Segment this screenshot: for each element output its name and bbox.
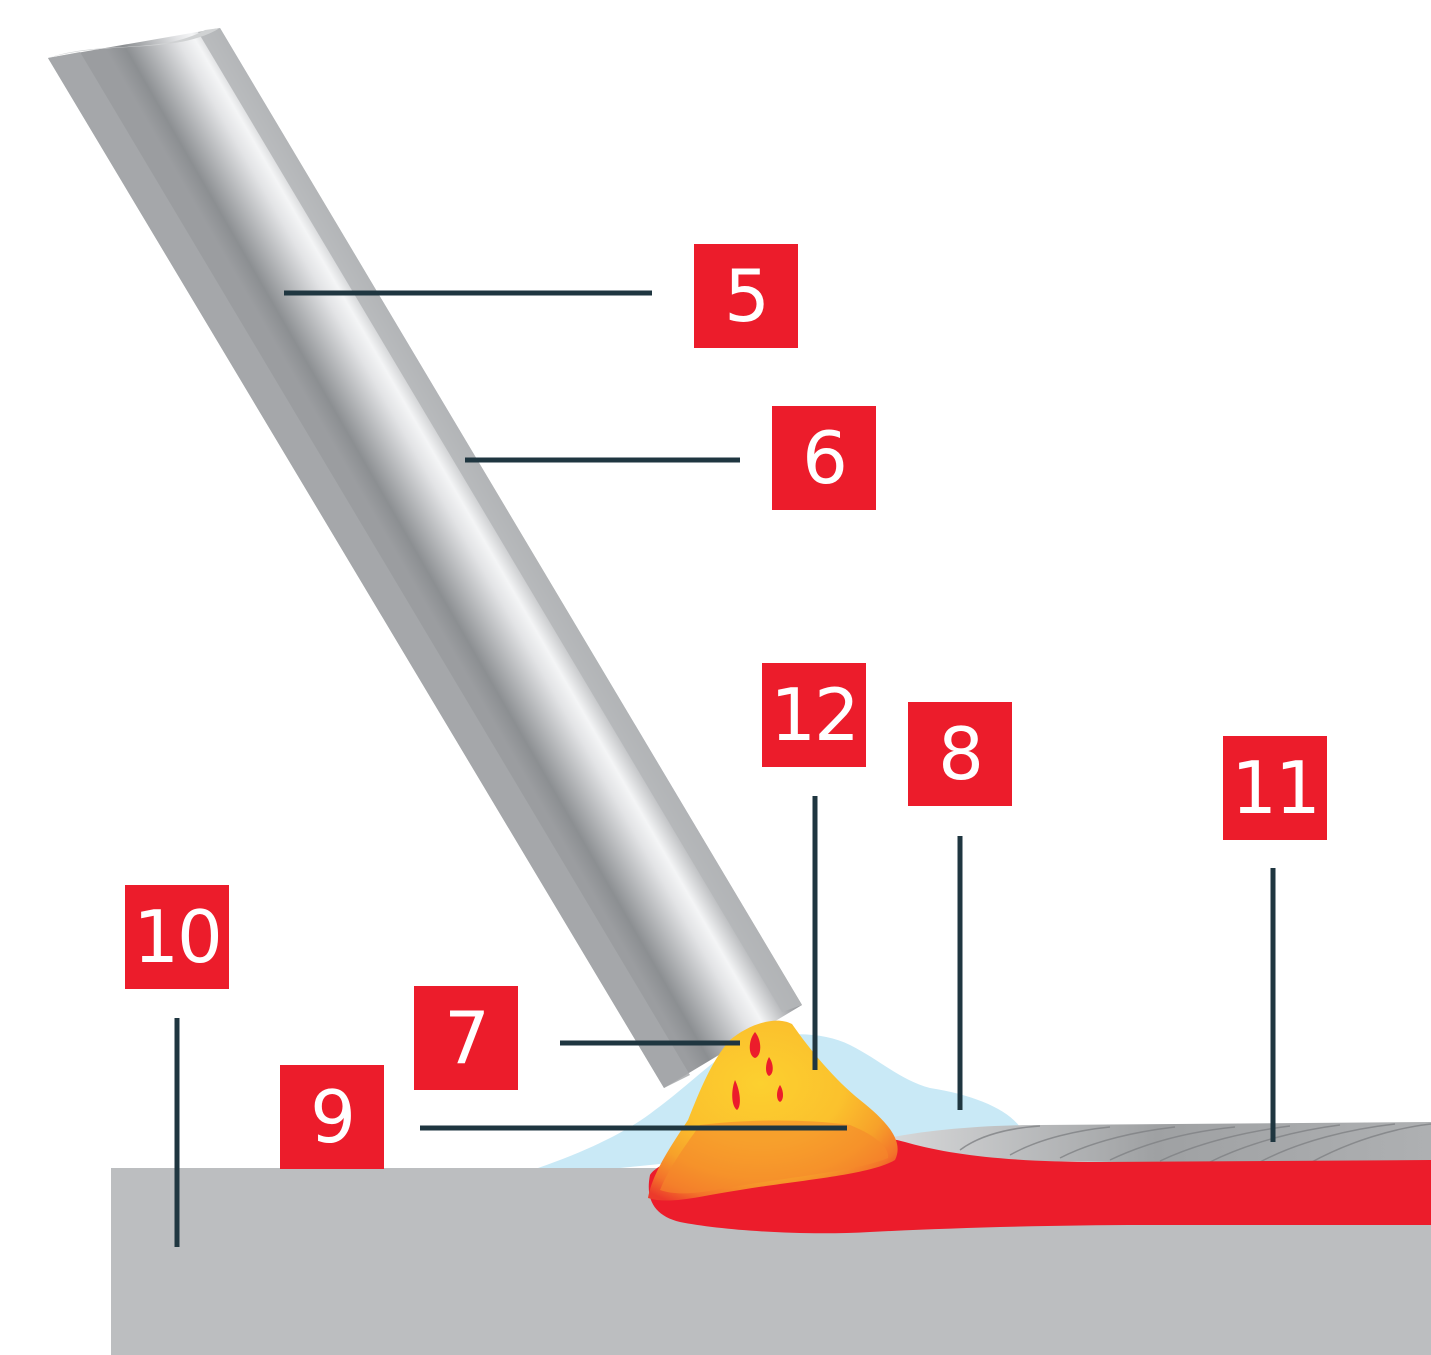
callout-10: 10 <box>125 885 229 989</box>
callout-12-label: 12 <box>770 673 860 757</box>
electrode <box>48 28 802 1088</box>
callout-7: 7 <box>414 986 518 1090</box>
callout-12: 12 <box>762 663 866 767</box>
callout-11-label: 11 <box>1231 746 1321 830</box>
callout-8: 8 <box>908 702 1012 806</box>
callout-5: 5 <box>694 244 798 348</box>
callout-6-label: 6 <box>802 416 848 500</box>
callout-9: 9 <box>280 1065 384 1169</box>
callout-11: 11 <box>1223 736 1327 840</box>
callout-8-label: 8 <box>938 712 984 796</box>
callout-7-label: 7 <box>444 996 490 1080</box>
callout-9-label: 9 <box>310 1075 356 1159</box>
callout-10-label: 10 <box>133 895 223 979</box>
leader-lines <box>174 290 1276 1247</box>
weld-pool <box>648 1020 898 1201</box>
callout-5-label: 5 <box>724 254 770 338</box>
callout-6: 6 <box>772 406 876 510</box>
